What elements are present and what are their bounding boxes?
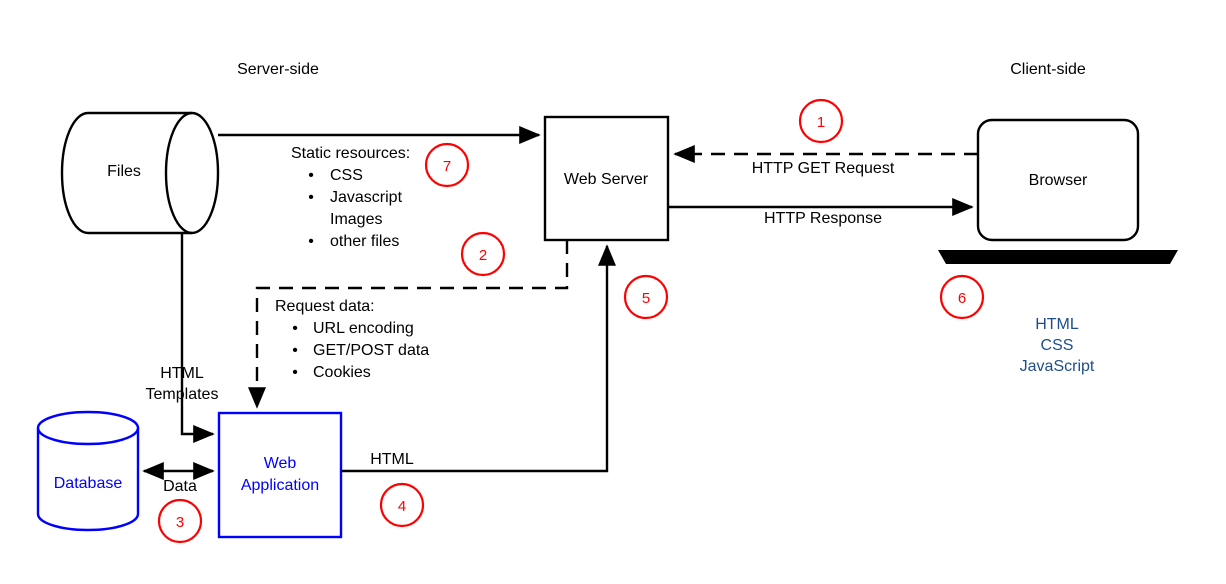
step-marker-2-label: 2 <box>479 247 487 264</box>
database-label: Database <box>54 475 123 492</box>
web-application-label-line2: Application <box>241 477 319 494</box>
client-side-title: Client-side <box>1010 61 1086 78</box>
step-marker-4-circle <box>379 482 425 528</box>
static-resources-bullet-0: • <box>308 167 314 184</box>
static-resources-bullet-1: • <box>308 189 314 206</box>
web-server-label: Web Server <box>564 171 649 188</box>
label-http-response: HTTP Response <box>764 210 882 227</box>
step-marker-6-circle <box>939 274 985 320</box>
request-data-bullet-1: • <box>292 342 298 359</box>
static-resources-item-3: other files <box>330 233 399 250</box>
web-server-box <box>543 115 670 242</box>
request-data-heading: Request data: <box>275 298 375 315</box>
static-resources-bullet-3: • <box>308 233 314 250</box>
label-data: Data <box>163 478 197 495</box>
request-data-item-2: Cookies <box>313 364 371 381</box>
step-marker-6-label: 6 <box>958 290 966 307</box>
step-marker-7-circle <box>424 142 470 188</box>
laptop-base-icon <box>938 250 1178 264</box>
step-marker-4-label: 4 <box>398 498 406 515</box>
static-resources-item-2: Images <box>330 211 382 228</box>
web-application-label-line1: Web <box>264 455 297 472</box>
node-browser[interactable]: Browser <box>938 118 1178 264</box>
client-stack-item-1: CSS <box>1041 337 1074 354</box>
node-files[interactable]: Files <box>60 111 220 235</box>
client-stack-item-0: HTML <box>1035 316 1079 333</box>
static-resources-item-1: Javascript <box>330 189 403 206</box>
browser-box <box>976 118 1140 242</box>
server-side-title: Server-side <box>237 61 319 78</box>
step-marker-3-label: 3 <box>176 514 184 531</box>
label-html-templates-line2: Templates <box>146 386 219 403</box>
static-resources-heading: Static resources: <box>291 145 410 162</box>
label-html-templates-line1: HTML <box>160 365 204 382</box>
step-marker-3[interactable]: 3 <box>157 498 203 544</box>
step-marker-5-label: 5 <box>642 290 650 307</box>
static-resources-item-0: CSS <box>330 167 363 184</box>
step-marker-7-label: 7 <box>443 158 451 175</box>
request-data-item-0: URL encoding <box>313 320 414 337</box>
browser-label: Browser <box>1029 172 1088 189</box>
edge-files-to-web-application <box>180 233 215 443</box>
node-web-application[interactable]: Web Application <box>217 411 343 539</box>
label-http-get-request: HTTP GET Request <box>752 160 895 177</box>
database-cylinder-body <box>36 428 140 532</box>
files-cylinder-cap <box>164 111 193 235</box>
database-cylinder-top <box>36 410 140 446</box>
step-marker-4[interactable]: 4 <box>379 482 425 528</box>
step-marker-3-circle <box>157 498 203 544</box>
step-marker-5-circle <box>623 274 669 320</box>
files-label: Files <box>107 163 141 180</box>
step-marker-1-label: 1 <box>817 114 825 131</box>
node-database[interactable]: Database <box>36 410 140 532</box>
step-marker-2-circle <box>460 231 506 277</box>
step-marker-7[interactable]: 7 <box>424 142 470 188</box>
request-data-bullet-0: • <box>292 320 298 337</box>
step-marker-1-circle <box>798 98 844 144</box>
client-stack-list: HTML CSS JavaScript <box>1020 316 1095 375</box>
static-resources-list: Static resources: • CSS • Javascript Ima… <box>291 145 410 250</box>
client-stack-item-2: JavaScript <box>1020 358 1095 375</box>
step-marker-2[interactable]: 2 <box>460 231 506 277</box>
step-marker-6[interactable]: 6 <box>939 274 985 320</box>
request-data-item-1: GET/POST data <box>313 342 429 359</box>
web-application-box <box>217 411 343 539</box>
edge-html-to-web-server <box>341 244 616 473</box>
step-marker-1[interactable]: 1 <box>798 98 844 144</box>
label-html: HTML <box>370 451 414 468</box>
request-data-bullet-2: • <box>292 364 298 381</box>
edge-request-data <box>248 240 569 409</box>
node-web-server[interactable]: Web Server <box>543 115 670 242</box>
request-data-list: Request data: • URL encoding • GET/POST … <box>275 298 429 381</box>
step-marker-5[interactable]: 5 <box>623 274 669 320</box>
